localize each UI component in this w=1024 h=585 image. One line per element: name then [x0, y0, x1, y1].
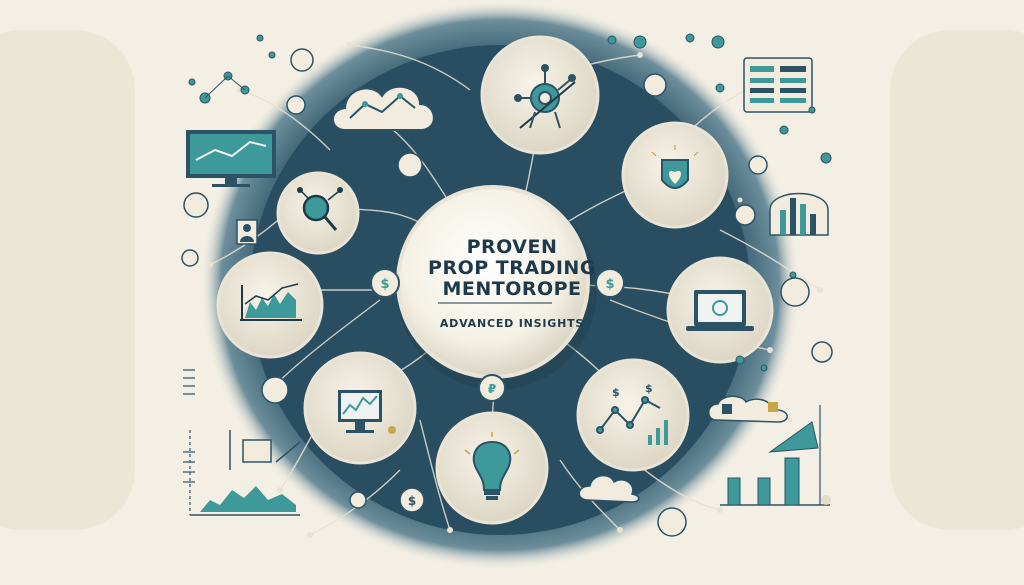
network-pivot-node	[480, 35, 600, 155]
monitor-line-chart-icon	[186, 130, 276, 187]
left-dollar-junction: $	[370, 268, 400, 298]
svg-text:$: $	[645, 382, 653, 395]
heart-shield-icon	[651, 145, 699, 189]
svg-text:$: $	[612, 386, 620, 399]
desktop-node	[303, 351, 417, 465]
bar-chart-icon	[240, 283, 302, 321]
right-bar-chart-arch	[769, 192, 829, 236]
chart-bubble-node: $ $	[576, 358, 690, 472]
left-backdrop-panel	[0, 30, 135, 530]
hub-title-line-3: MENTOROPE	[442, 278, 582, 300]
hub-title-line-2: PROP TRADING	[428, 257, 596, 279]
lightbulb-icon	[464, 432, 520, 500]
cloud-chart-icon	[332, 85, 435, 131]
bottom-cloud-icon	[578, 474, 640, 503]
pivot-chart-icon	[514, 64, 576, 129]
right-bottom-bar-chart	[720, 405, 831, 506]
person-icon	[236, 219, 258, 245]
bar-chart-node	[216, 251, 324, 359]
table-card-icon	[743, 57, 813, 113]
right-dot-network	[607, 33, 832, 372]
shield-node	[621, 121, 729, 229]
laptop-node	[666, 256, 774, 364]
desktop-chart-icon	[338, 390, 396, 434]
hub-subtitle: ADVANCED INSIGHTS	[439, 317, 585, 330]
magnifier-icon	[297, 187, 343, 231]
svg-text:₽: ₽	[488, 382, 496, 396]
lightbulb-node	[435, 411, 549, 525]
right-cloud-panel	[708, 395, 788, 423]
svg-text:$: $	[408, 494, 416, 508]
right-dollar-junction: $	[595, 268, 625, 298]
laptop-icon	[686, 290, 754, 331]
small-icon-bubbles: $	[181, 48, 833, 537]
left-dot-network	[188, 34, 276, 104]
left-tick-marks	[183, 369, 195, 483]
line-chart-icon: $ $	[596, 382, 668, 445]
magnifier-node	[276, 171, 360, 255]
right-backdrop-panel	[890, 30, 1024, 530]
bottom-coin-junction: ₽	[478, 374, 506, 402]
hub-title-line-1: PROVEN	[466, 236, 558, 258]
svg-text:$: $	[605, 277, 614, 292]
left-bottom-chart	[189, 430, 301, 516]
svg-text:$: $	[380, 277, 389, 292]
